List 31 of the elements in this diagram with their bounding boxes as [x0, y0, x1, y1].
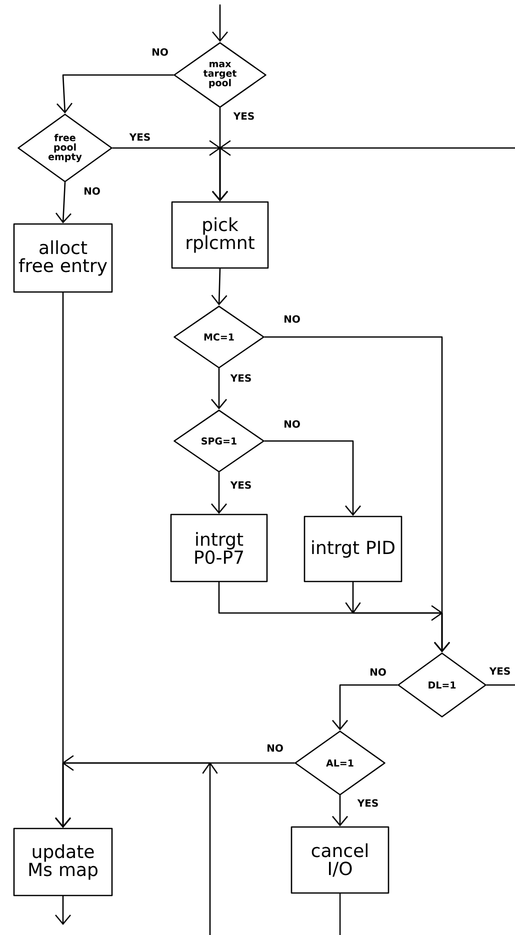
process-box: alloct free entry — [13, 223, 113, 293]
arrow — [264, 440, 361, 516]
arrow — [55, 762, 218, 935]
edge-label: NO — [368, 667, 388, 677]
arrow — [211, 368, 227, 410]
edge-label: YES — [356, 798, 380, 808]
edge-label: NO — [282, 314, 302, 324]
arrow — [211, 268, 228, 306]
arrow — [212, 4, 228, 42]
process-box: cancel I/O — [290, 826, 390, 894]
edge-label: NO — [266, 743, 284, 753]
process-box: intrgt P0-P7 — [170, 514, 268, 582]
edge-label: YES — [232, 111, 256, 121]
process-box: intrgt PID — [304, 516, 402, 582]
arrow — [345, 582, 450, 652]
edge-label: YES — [128, 132, 152, 142]
arrow — [211, 472, 227, 514]
process-box: pick rplcmnt — [171, 201, 269, 269]
arrow — [55, 896, 71, 926]
edge-label: NO — [82, 186, 102, 196]
arrow — [332, 684, 398, 730]
arrow — [55, 182, 72, 224]
process-box: update Ms map — [13, 828, 113, 896]
edge-label: YES — [488, 666, 512, 676]
arrow — [332, 795, 348, 826]
arrow — [56, 74, 174, 114]
edge-label: YES — [229, 480, 253, 490]
edge-label: NO — [282, 419, 302, 429]
edge-label: YES — [229, 373, 253, 383]
edge-label: NO — [150, 47, 170, 57]
arrow — [212, 140, 515, 202]
